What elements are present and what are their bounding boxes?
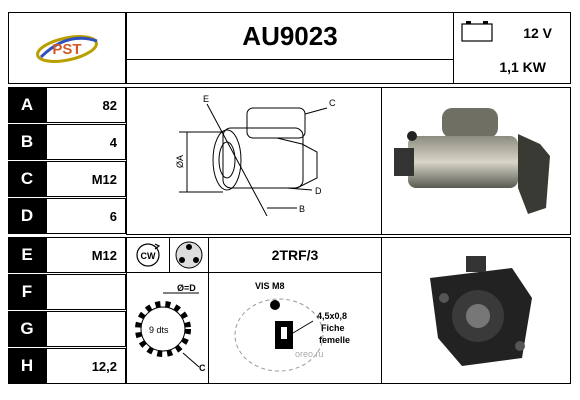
connector-fiche-label: Fiche — [321, 323, 345, 333]
connector-drawing: VIS M8 4,5x0,8 Fiche femelle oreo.ru — [234, 281, 350, 372]
logo-cell: PST — [8, 12, 126, 84]
spec-value-c: M12 — [46, 161, 126, 197]
mount-icon-cell — [169, 237, 209, 273]
spec-value-b: 4 — [46, 124, 126, 160]
clockwise-arrow-icon: CW — [136, 243, 161, 267]
power: 1,1 KW — [499, 59, 546, 75]
product-photo-front-cell — [381, 237, 571, 384]
drawing-label-b: B — [299, 204, 305, 214]
spec-label-d: D — [8, 198, 46, 234]
pinion-c-label: C — [199, 363, 206, 373]
starter-photo-front — [430, 256, 532, 366]
pst-logo: PST — [36, 35, 98, 63]
drawing-label-e: E — [203, 94, 209, 104]
spec-value-g — [46, 311, 126, 347]
drawing-label-c: C — [329, 98, 336, 108]
rotation-code: 2TRF/3 — [271, 247, 319, 263]
spec-label-g: G — [8, 311, 46, 347]
part-number: AU9023 — [242, 20, 338, 51]
rotation-code-cell: 2TRF/3 — [208, 237, 382, 273]
spec-value-h: 12,2 — [46, 348, 126, 384]
spec-value-f — [46, 274, 126, 310]
connector-femelle-label: femelle — [319, 335, 350, 345]
pinion-teeth-label: 9 dts — [149, 325, 169, 335]
spec-value-e: M12 — [46, 237, 126, 273]
spec-label-h: H — [8, 348, 46, 384]
pinion-diameter-label: Ø=D — [177, 283, 196, 293]
voltage: 12 V — [523, 25, 552, 41]
spec-value-a: 82 — [46, 87, 126, 123]
spec-label-f: F — [8, 274, 46, 310]
connector-drawing-cell: VIS M8 4,5x0,8 Fiche femelle oreo.ru — [208, 272, 382, 384]
header-blank-cell — [126, 59, 454, 84]
pinion-gear-drawing: Ø=D 9 dts C — [135, 283, 206, 373]
drawing-label-a: ØA — [175, 155, 185, 168]
rotation-icon-cell: CW — [126, 237, 170, 273]
technical-drawing-cell: E C ØA D B — [126, 87, 382, 235]
connector-size-label: 4,5x0,8 — [317, 311, 347, 321]
logo-text: PST — [52, 41, 81, 58]
rotation-cw-label: CW — [141, 251, 156, 261]
product-photo-side-cell — [381, 87, 571, 235]
connector-vis-label: VIS M8 — [255, 281, 285, 291]
part-number-cell: AU9023 — [126, 12, 454, 60]
spec-label-b: B — [8, 124, 46, 160]
spec-value-d: 6 — [46, 198, 126, 234]
three-hole-mount-icon — [175, 241, 203, 269]
spec-label-c: C — [8, 161, 46, 197]
watermark: oreo.ru — [295, 349, 324, 359]
spec-label-e: E — [8, 237, 46, 273]
starter-line-drawing: E C ØA D B — [175, 94, 336, 217]
battery-icon — [461, 21, 493, 42]
starter-photo-side — [394, 108, 550, 214]
pinion-drawing-cell: Ø=D 9 dts C — [126, 272, 210, 384]
drawing-label-d: D — [315, 186, 322, 196]
spec-label-a: A — [8, 87, 46, 123]
electrical-cell: 12 V 1,1 KW — [453, 12, 571, 84]
